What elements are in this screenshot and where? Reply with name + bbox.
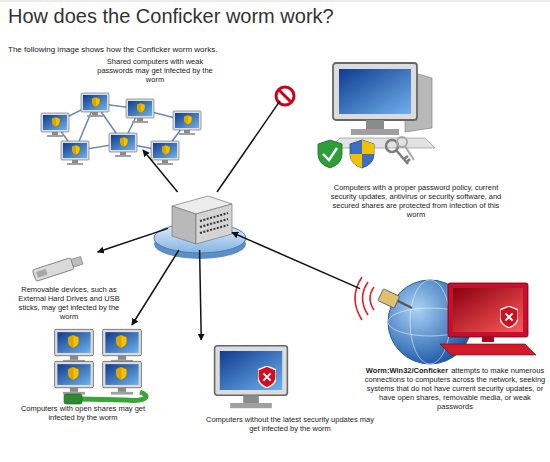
windows-shield (350, 140, 374, 168)
globe-meridian (410, 280, 450, 364)
security-shield (318, 140, 342, 168)
arrow-connector (143, 150, 178, 192)
network-plug (378, 289, 400, 308)
hub-front (172, 206, 196, 244)
node-text: Removable devices, such as External Hard… (18, 285, 119, 321)
key-icon (386, 137, 414, 164)
shield-icon (52, 117, 60, 127)
shared-monitor (55, 361, 94, 394)
intro-text: The following image shows how the Confic… (8, 45, 428, 54)
network-group: Shared computers with weak passwords may… (35, 55, 215, 150)
network-hub-art (154, 196, 246, 259)
shield-icon (116, 367, 127, 380)
key-bow (397, 137, 407, 147)
node-caption: Computers without the latest security up… (206, 415, 374, 433)
unpatched-monitor (215, 346, 288, 408)
protected-computer-art (318, 63, 435, 168)
network-computer (81, 93, 109, 117)
infected-monitor (448, 283, 528, 337)
no-entry-sign (276, 87, 294, 105)
arrow-connector (232, 232, 360, 288)
node-caption: Computers with a proper password policy,… (325, 183, 507, 219)
usb-connector (71, 256, 83, 267)
network-hub (168, 192, 232, 250)
protected-computer: Computers with a proper password policy,… (280, 55, 510, 230)
protected-monitor (333, 63, 417, 135)
monitor-stand (482, 337, 494, 342)
infected-screen (453, 288, 523, 332)
shared-monitor (55, 329, 94, 362)
node-text: Computers with open shares may get infec… (21, 404, 145, 422)
node-text: Computers with a proper password policy,… (331, 183, 502, 219)
hub-side (196, 204, 232, 244)
no-entry-bar (279, 90, 291, 102)
network-cable (80, 392, 146, 400)
no-entry-sign (276, 87, 294, 105)
network-computer (109, 133, 137, 157)
warning-shield (258, 366, 276, 388)
shield-icon (68, 335, 79, 348)
cable-plug (64, 394, 82, 404)
signal-waves (355, 277, 374, 320)
open-shares-group: Computers with open shares may get infec… (8, 325, 158, 430)
security-shield (318, 140, 342, 168)
shield-icon (184, 115, 192, 125)
usb-cap (36, 269, 47, 278)
network-computer (151, 141, 179, 165)
windows-shield (350, 140, 374, 168)
shield-icon (92, 97, 100, 107)
shared-monitor (103, 329, 142, 362)
unpatched-computer: Computers without the latest security up… (200, 340, 380, 455)
arrow-connector (132, 250, 179, 325)
network-computer (61, 141, 89, 165)
check-mark (323, 148, 337, 160)
network-computer (126, 99, 154, 123)
node-caption: Removable devices, such as External Hard… (18, 285, 120, 321)
arrow-connector (200, 250, 202, 340)
worm-art (355, 277, 536, 364)
open-shares-art (55, 329, 147, 404)
shield-icon (72, 145, 80, 155)
shield-icon (162, 145, 170, 155)
node-caption: Computers with open shares may get infec… (10, 404, 156, 422)
node-caption: Worm:Win32/Confickerattempts to make num… (364, 366, 546, 411)
shield-quadrant (350, 154, 362, 168)
network-computer (41, 113, 69, 137)
removable-device: Removable devices, such as External Hard… (15, 252, 120, 322)
unpatched-computer-art (215, 346, 288, 408)
shield-quadrant (362, 140, 374, 154)
network-computer (173, 111, 201, 135)
arrow-connector (98, 228, 168, 252)
hub-ports (200, 213, 228, 233)
keyboard (330, 138, 435, 148)
usb-stick (32, 255, 83, 282)
shield-icon (120, 137, 128, 147)
shared-network (41, 93, 201, 165)
network-cable (396, 300, 412, 308)
key-blade (405, 146, 414, 160)
worm-name: Worm:Win32/Conficker (366, 366, 448, 375)
node-text: Shared computers with weak passwords may… (97, 57, 212, 84)
worm-source: Worm:Win32/Confickerattempts to make num… (360, 270, 548, 422)
infected-keyboard (440, 344, 536, 355)
node-text: Computers without the latest security up… (206, 415, 374, 433)
shared-monitor (103, 361, 142, 394)
top-rule (0, 1, 550, 2)
node-caption: Shared computers with weak passwords may… (95, 57, 215, 84)
shield-icon (68, 367, 79, 380)
shield-icon (137, 103, 145, 113)
usb-body (32, 258, 74, 282)
page-title: How does the Conficker worm work? (8, 4, 334, 28)
arrow-connector (217, 101, 280, 192)
connector-group (98, 101, 360, 340)
warning-shield (500, 306, 518, 328)
shield-icon (116, 335, 127, 348)
